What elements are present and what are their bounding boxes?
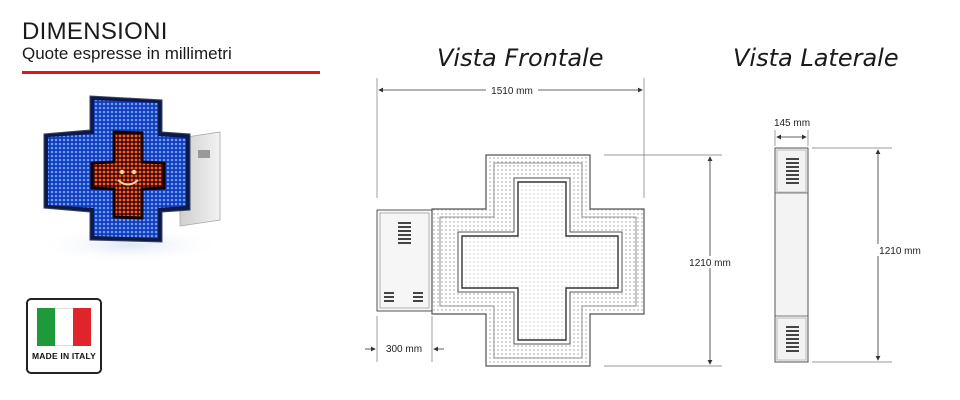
front-width-label-bg: [486, 84, 538, 96]
italian-flag-icon: [37, 308, 91, 346]
box-width-label: 300 mm: [386, 344, 422, 355]
flag-stripe-green: [37, 308, 55, 346]
led-cross-product-image: [35, 95, 225, 263]
side-view-title: Vista Laterale: [733, 44, 899, 72]
side-height-label: 1210 mm: [879, 246, 921, 257]
side-depth-label: 145 mm: [774, 118, 810, 129]
side-view-drawing: [774, 130, 892, 363]
flag-stripe-red: [73, 308, 91, 346]
side-height-label-bg: [874, 244, 926, 256]
front-height-label: 1210 mm: [689, 258, 731, 269]
made-in-italy-label: MADE IN ITALY: [32, 351, 96, 361]
flag-stripe-white: [55, 308, 73, 346]
page-title: DIMENSIONI: [22, 18, 168, 45]
title-underline: [22, 71, 320, 74]
front-view-drawing: [365, 78, 722, 367]
front-height-label-bg: [684, 256, 736, 268]
front-width-label: 1510 mm: [491, 86, 533, 97]
page-subtitle: Quote espresse in millimetri: [22, 44, 232, 63]
front-view-title: Vista Frontale: [437, 44, 604, 72]
made-in-italy-badge: MADE IN ITALY: [26, 298, 102, 374]
